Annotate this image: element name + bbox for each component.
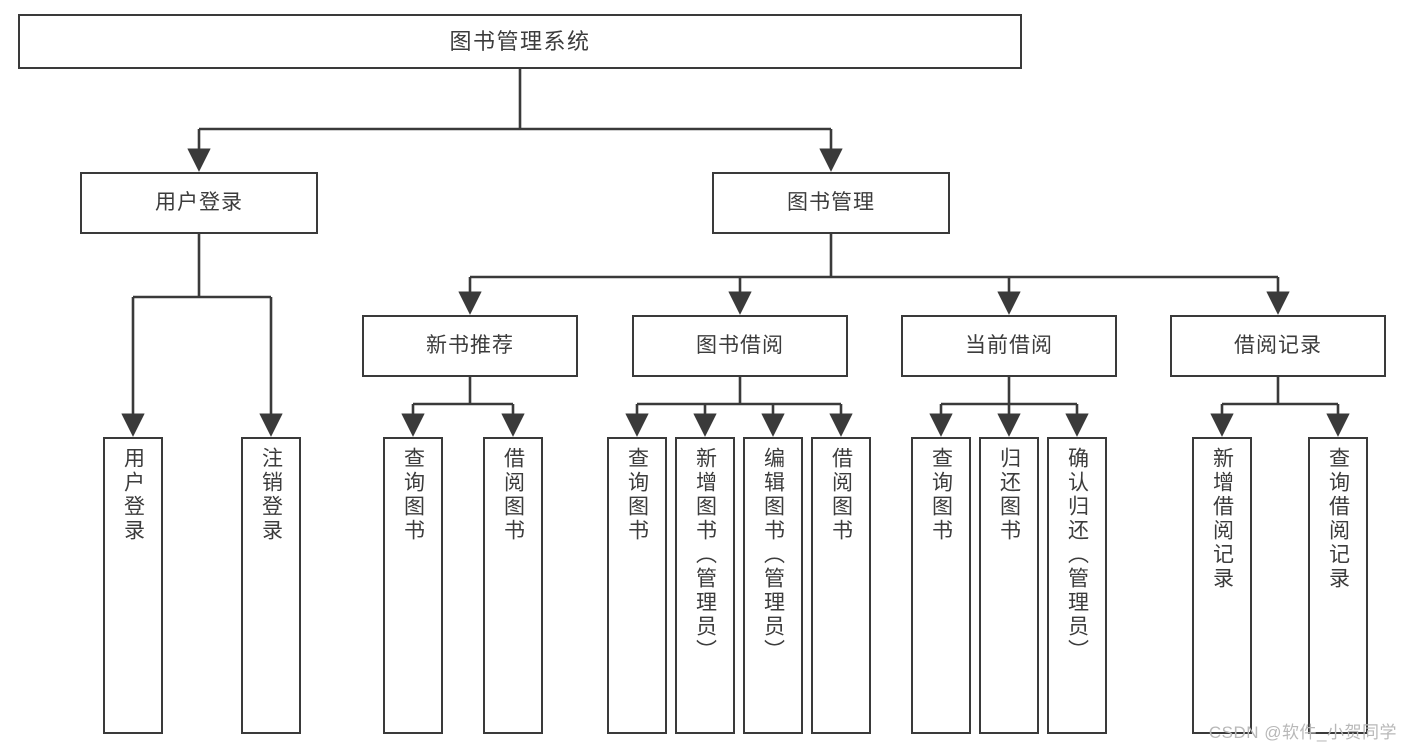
node-borrow-record-label: 借阅记录: [1234, 333, 1322, 357]
node-leaf-borrow-record-query[interactable]: 查询借阅记录: [1308, 437, 1368, 734]
node-user-login[interactable]: 用户登录: [80, 172, 318, 234]
node-root-book-management-system[interactable]: 图书管理系统: [18, 14, 1022, 69]
node-book-management-label: 图书管理: [787, 190, 875, 214]
node-leaf-label: 查询图书: [625, 447, 649, 543]
node-leaf-book-borrow-edit[interactable]: 编辑图书（管理员）: [743, 437, 803, 734]
node-leaf-borrow-record-add[interactable]: 新增借阅记录: [1192, 437, 1252, 734]
node-leaf-label: 查询借阅记录: [1326, 447, 1350, 591]
node-leaf-current-borrow-return[interactable]: 归还图书: [979, 437, 1039, 734]
node-leaf-label: 注销登录: [259, 447, 283, 543]
node-leaf-user-login-login[interactable]: 用户登录: [103, 437, 163, 734]
node-leaf-label: 归还图书: [997, 447, 1021, 543]
node-current-borrow-label: 当前借阅: [965, 333, 1053, 357]
node-leaf-current-borrow-confirm[interactable]: 确认归还（管理员）: [1047, 437, 1107, 734]
node-leaf-new-book-borrow[interactable]: 借阅图书: [483, 437, 543, 734]
node-root-label: 图书管理系统: [449, 28, 591, 54]
node-leaf-label: 查询图书: [929, 447, 953, 543]
node-leaf-new-book-query[interactable]: 查询图书: [383, 437, 443, 734]
node-borrow-record[interactable]: 借阅记录: [1170, 315, 1386, 377]
node-leaf-book-borrow-add[interactable]: 新增图书（管理员）: [675, 437, 735, 734]
node-new-book-recommend[interactable]: 新书推荐: [362, 315, 578, 377]
node-book-management[interactable]: 图书管理: [712, 172, 950, 234]
node-leaf-book-borrow-borrow[interactable]: 借阅图书: [811, 437, 871, 734]
node-leaf-label: 新增图书（管理员）: [693, 447, 717, 663]
node-leaf-label: 查询图书: [401, 447, 425, 543]
node-leaf-label: 借阅图书: [501, 447, 525, 543]
node-leaf-label: 用户登录: [121, 447, 145, 543]
node-book-borrow-label: 图书借阅: [696, 333, 784, 357]
node-leaf-label: 新增借阅记录: [1210, 447, 1234, 591]
node-leaf-label: 编辑图书（管理员）: [761, 447, 785, 663]
node-user-login-label: 用户登录: [155, 190, 243, 214]
node-new-book-recommend-label: 新书推荐: [426, 333, 514, 357]
node-leaf-user-login-logout[interactable]: 注销登录: [241, 437, 301, 734]
node-leaf-label: 确认归还（管理员）: [1065, 447, 1089, 663]
node-leaf-book-borrow-query[interactable]: 查询图书: [607, 437, 667, 734]
node-book-borrow[interactable]: 图书借阅: [632, 315, 848, 377]
csdn-watermark: CSDN @软件_小贺同学: [1208, 723, 1397, 742]
node-current-borrow[interactable]: 当前借阅: [901, 315, 1117, 377]
node-leaf-current-borrow-query[interactable]: 查询图书: [911, 437, 971, 734]
node-leaf-label: 借阅图书: [829, 447, 853, 543]
